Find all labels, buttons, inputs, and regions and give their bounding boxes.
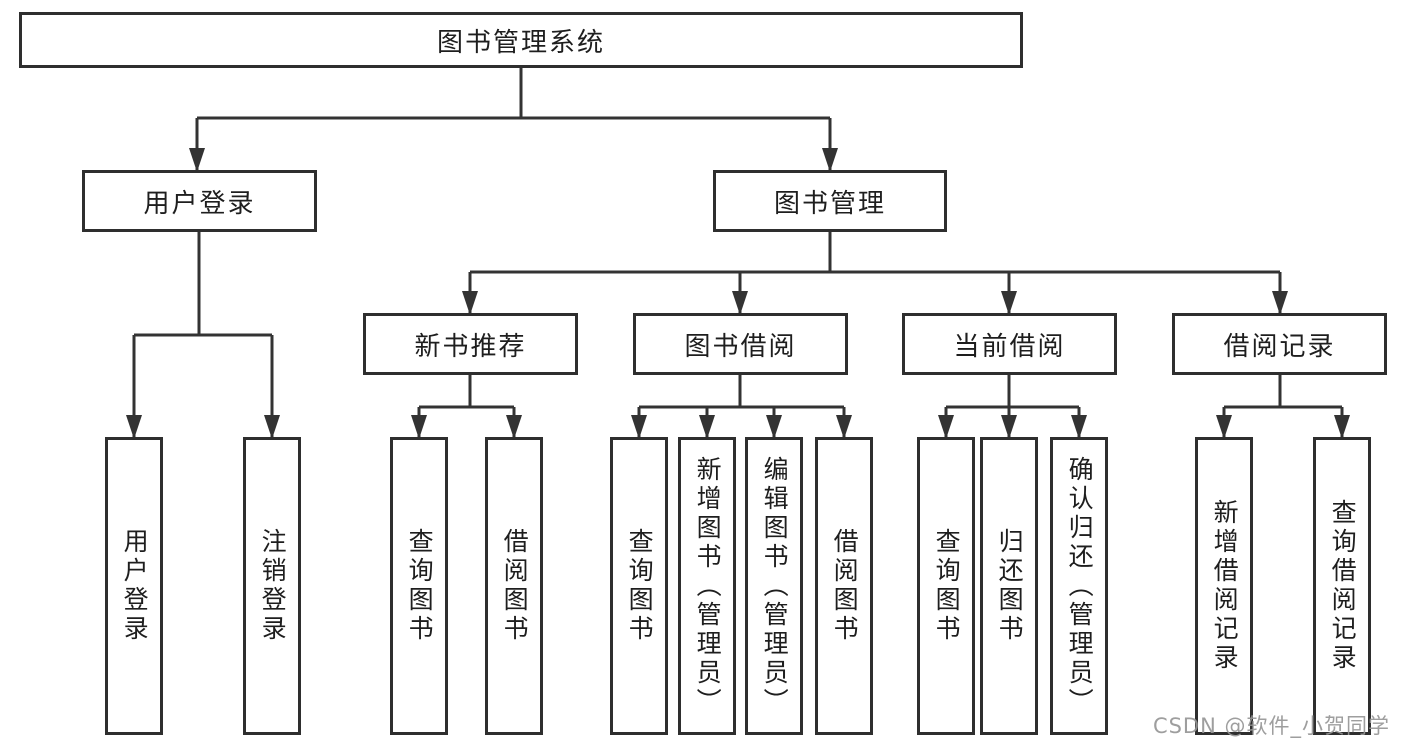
node-new-book-recommend: 新书推荐 (363, 313, 578, 375)
leaf-query-books-current: 查询图书 (917, 437, 975, 735)
leaf-label: 查询图书 (932, 528, 962, 644)
leaf-label: 确认归还（管理员） (1065, 455, 1095, 717)
leaf-add-borrow-record: 新增借阅记录 (1195, 437, 1253, 735)
leaf-confirm-return-admin: 确认归还（管理员） (1050, 437, 1108, 735)
leaf-label: 注销登录 (258, 528, 288, 644)
leaf-user-login: 用户登录 (105, 437, 163, 735)
node-label: 借阅记录 (1223, 331, 1336, 362)
leaf-label: 查询图书 (405, 528, 435, 644)
leaf-logout: 注销登录 (243, 437, 301, 735)
node-library-management-system: 图书管理系统 (19, 12, 1023, 68)
node-current-borrowing: 当前借阅 (902, 313, 1117, 375)
leaf-label: 新增图书（管理员） (693, 455, 723, 717)
leaf-add-book-admin: 新增图书（管理员） (678, 437, 736, 735)
leaf-query-books-borrowing: 查询图书 (610, 437, 668, 735)
leaf-label: 用户登录 (120, 528, 150, 644)
leaf-edit-book-admin: 编辑图书（管理员） (745, 437, 803, 735)
leaf-label: 借阅图书 (500, 528, 530, 644)
leaf-return-books: 归还图书 (980, 437, 1038, 735)
leaf-label: 查询借阅记录 (1328, 499, 1358, 673)
leaf-label: 编辑图书（管理员） (760, 455, 790, 717)
node-label: 用户登录 (143, 188, 256, 219)
leaf-query-borrow-record: 查询借阅记录 (1313, 437, 1371, 735)
csdn-watermark: CSDN @软件_小贺同学 (1152, 714, 1390, 738)
node-label: 图书管理 (773, 188, 886, 219)
leaf-label: 归还图书 (995, 528, 1025, 644)
leaf-label: 新增借阅记录 (1210, 499, 1240, 673)
node-user-login: 用户登录 (82, 170, 317, 232)
node-label: 新书推荐 (414, 331, 527, 362)
node-label: 当前借阅 (953, 331, 1066, 362)
node-label: 图书借阅 (684, 331, 797, 362)
node-label: 图书管理系统 (436, 27, 605, 58)
leaf-label: 借阅图书 (830, 528, 860, 644)
node-book-management: 图书管理 (713, 170, 947, 232)
leaf-borrow-books-borrowing: 借阅图书 (815, 437, 873, 735)
leaf-label: 查询图书 (625, 528, 655, 644)
node-borrowing-records: 借阅记录 (1172, 313, 1387, 375)
leaf-query-books-recommend: 查询图书 (390, 437, 448, 735)
leaf-borrow-books-recommend: 借阅图书 (485, 437, 543, 735)
node-book-borrowing: 图书借阅 (633, 313, 848, 375)
